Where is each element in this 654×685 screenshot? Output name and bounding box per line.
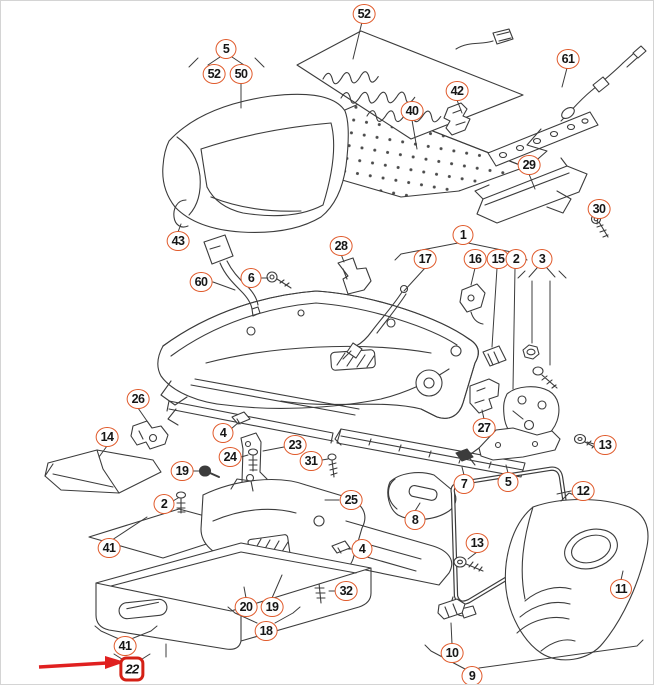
clip-4-upper (231, 411, 251, 425)
connector-42 (443, 102, 471, 136)
bolt-6 (266, 271, 292, 289)
callout-7[interactable]: 7 (453, 474, 475, 494)
callout-19[interactable]: 19 (260, 597, 284, 617)
latch-plate (503, 386, 560, 442)
callout-14[interactable]: 14 (95, 427, 119, 447)
callout-16[interactable]: 16 (463, 249, 487, 269)
seat-frame-1 (157, 290, 526, 478)
clip-15 (482, 345, 507, 367)
callout-1[interactable]: 1 (452, 225, 474, 245)
callout-2[interactable]: 2 (153, 494, 175, 514)
callout-30[interactable]: 30 (587, 199, 611, 219)
callout-60[interactable]: 60 (189, 272, 213, 292)
callout-17[interactable]: 17 (413, 249, 437, 269)
callout-13[interactable]: 13 (593, 435, 617, 455)
bracket-26 (130, 420, 169, 450)
trim-8 (387, 472, 457, 520)
callout-5[interactable]: 5 (215, 39, 237, 59)
hook-43 (173, 199, 189, 228)
bolt-24 (247, 448, 259, 472)
screw-2-left (175, 491, 187, 514)
leader-lines (94, 21, 644, 670)
bracket-28 (337, 257, 372, 295)
callout-41[interactable]: 41 (113, 636, 137, 656)
screw-13-bottom (453, 556, 484, 572)
cable-assembly-61 (487, 45, 647, 167)
bracket-5 (467, 427, 561, 466)
callout-43[interactable]: 43 (166, 231, 190, 251)
callout-5[interactable]: 5 (497, 472, 519, 492)
callout-9[interactable]: 9 (461, 666, 483, 684)
grommet-19 (198, 465, 220, 478)
callout-52[interactable]: 52 (202, 64, 226, 84)
callout-11[interactable]: 11 (609, 579, 633, 599)
clip-4-lower (331, 540, 351, 554)
callout-3[interactable]: 3 (531, 249, 553, 269)
lever-16 (459, 283, 486, 325)
nut-2 (522, 344, 540, 360)
bowden-cable-17 (342, 284, 409, 360)
callout-12[interactable]: 12 (571, 481, 595, 501)
callout-32[interactable]: 32 (334, 581, 358, 601)
callout-20[interactable]: 20 (234, 597, 258, 617)
callout-42[interactable]: 42 (445, 81, 469, 101)
red-arrow (38, 656, 125, 669)
callout-10[interactable]: 10 (440, 643, 464, 663)
callout-4[interactable]: 4 (212, 423, 234, 443)
callout-8[interactable]: 8 (404, 510, 426, 530)
callout-2[interactable]: 2 (505, 249, 527, 269)
drawer-41 (95, 542, 372, 650)
callout-27[interactable]: 27 (472, 418, 496, 438)
callout-25[interactable]: 25 (339, 490, 363, 510)
callout-26[interactable]: 26 (126, 389, 150, 409)
callout-29[interactable]: 29 (517, 155, 541, 175)
callout-24[interactable]: 24 (218, 447, 242, 467)
belt-buckle-60 (203, 234, 261, 317)
callout-40[interactable]: 40 (400, 101, 424, 121)
sensor-27 (469, 378, 500, 414)
callout-52[interactable]: 52 (352, 4, 376, 24)
screw-31 (327, 453, 338, 478)
clip-10 (437, 598, 466, 620)
callout-28[interactable]: 28 (329, 236, 353, 256)
side-panel-9 (504, 492, 649, 661)
rail-29 (474, 157, 588, 224)
screw-3 (532, 366, 558, 389)
callout-13[interactable]: 13 (465, 533, 489, 553)
callout-23[interactable]: 23 (283, 435, 307, 455)
callout-18[interactable]: 18 (254, 621, 278, 641)
callout-6[interactable]: 6 (240, 268, 262, 288)
clip-7 (455, 448, 474, 462)
trim-14 (44, 449, 162, 494)
seat-cushion-50 (162, 93, 349, 233)
callout-19[interactable]: 19 (170, 461, 194, 481)
callout-41[interactable]: 41 (97, 538, 121, 558)
callout-4[interactable]: 4 (351, 539, 373, 559)
callout-61[interactable]: 61 (556, 49, 580, 69)
callout-22-highlighted[interactable]: 22 (119, 656, 145, 682)
callout-50[interactable]: 50 (229, 64, 253, 84)
screw-13-right (573, 433, 601, 451)
callout-31[interactable]: 31 (299, 451, 323, 471)
